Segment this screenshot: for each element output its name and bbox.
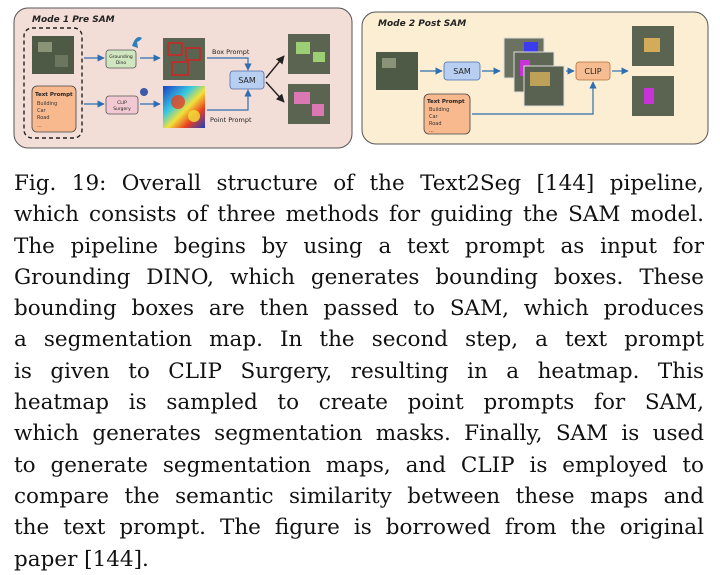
mode2-prompt-item: Car (429, 114, 439, 120)
mode1-sam-label: SAM (238, 76, 256, 85)
box-prompt-arrow (207, 57, 252, 71)
dinosaur-icon (132, 37, 142, 48)
caption-line: The pipeline begins by using a text prom… (14, 233, 704, 259)
box-prompt-label: Box Prompt (212, 48, 250, 56)
mode2-sam-module (443, 61, 481, 81)
caption-line: to generate segmentation maps, and CLIP … (14, 452, 704, 478)
heatmap-image (163, 86, 205, 128)
mode2-text-prompt-box (423, 93, 471, 135)
mode1-prompt-item: Building (37, 101, 57, 107)
point-prompt-arrow (207, 89, 252, 111)
mode1-prompt-item: Car (37, 108, 47, 114)
clip-label: CLIP (584, 67, 601, 76)
clip-surgery-label: CLIP (117, 100, 127, 106)
clip-surgery-module (105, 95, 139, 115)
mode2-sam-label: SAM (453, 67, 471, 76)
pipeline-figure: Mode 1 Pre SAM Text Prompt Building Car … (0, 0, 720, 160)
caption-line: Fig. 19: Overall structure of the Text2S… (14, 171, 704, 196)
mode2-title: Mode 2 Post SAM (378, 19, 466, 29)
mode1-title: Mode 1 Pre SAM (32, 15, 115, 25)
caption-line: Grounding DINO, which generates bounding… (14, 264, 704, 290)
surgeon-icon (140, 88, 148, 96)
mode2-prompt-item: Road (429, 121, 442, 127)
mode2-prompt-item: Building (429, 107, 449, 113)
caption-line: which consists of three methods for guid… (14, 202, 704, 228)
mode1-prompt-item: Road (37, 115, 50, 121)
mode2-text-prompt-title: Text Prompt (427, 99, 465, 105)
caption-line: bounding boxes are then passed to SAM, w… (14, 296, 704, 322)
mode2-prompt-item: ... (429, 128, 434, 134)
prompt-to-clip-arrow (472, 81, 597, 115)
grounding-dino-module (105, 49, 137, 69)
caption-line: paper [144]. (14, 546, 149, 572)
caption-line: is given to CLIP Surgery, resulting in a… (14, 358, 704, 384)
caption-line: compare the semantic similarity between … (14, 483, 704, 509)
figure-caption: Fig. 19: Overall structure of the Text2S… (14, 168, 704, 575)
caption-line: a segmentation map. In the second step, … (14, 327, 704, 353)
mode1-text-prompt-title: Text Prompt (35, 92, 73, 98)
grounding-dino-label: Dino (116, 60, 127, 66)
clip-module (575, 61, 611, 81)
point-prompt-label: Point Prompt (210, 116, 252, 124)
mode1-sam-module (229, 70, 265, 90)
mode2-input-image (376, 52, 418, 90)
caption-line: which generates segmentation masks. Fina… (14, 421, 704, 447)
mode1-input-group (23, 27, 83, 139)
caption-line: the text prompt. The figure is borrowed … (14, 515, 704, 541)
mode1-text-prompt-box (31, 85, 77, 133)
mode1-prompt-item: ... (37, 123, 42, 129)
clip-surgery-label: Surgery (113, 106, 131, 112)
pipeline-diagram: Mode 1 Pre SAM Text Prompt Building Car … (13, 7, 709, 149)
grounding-dino-label: Grounding (109, 54, 133, 60)
caption-line: heatmap is sampled to create point promp… (14, 390, 704, 416)
box-detection-image (163, 38, 205, 80)
